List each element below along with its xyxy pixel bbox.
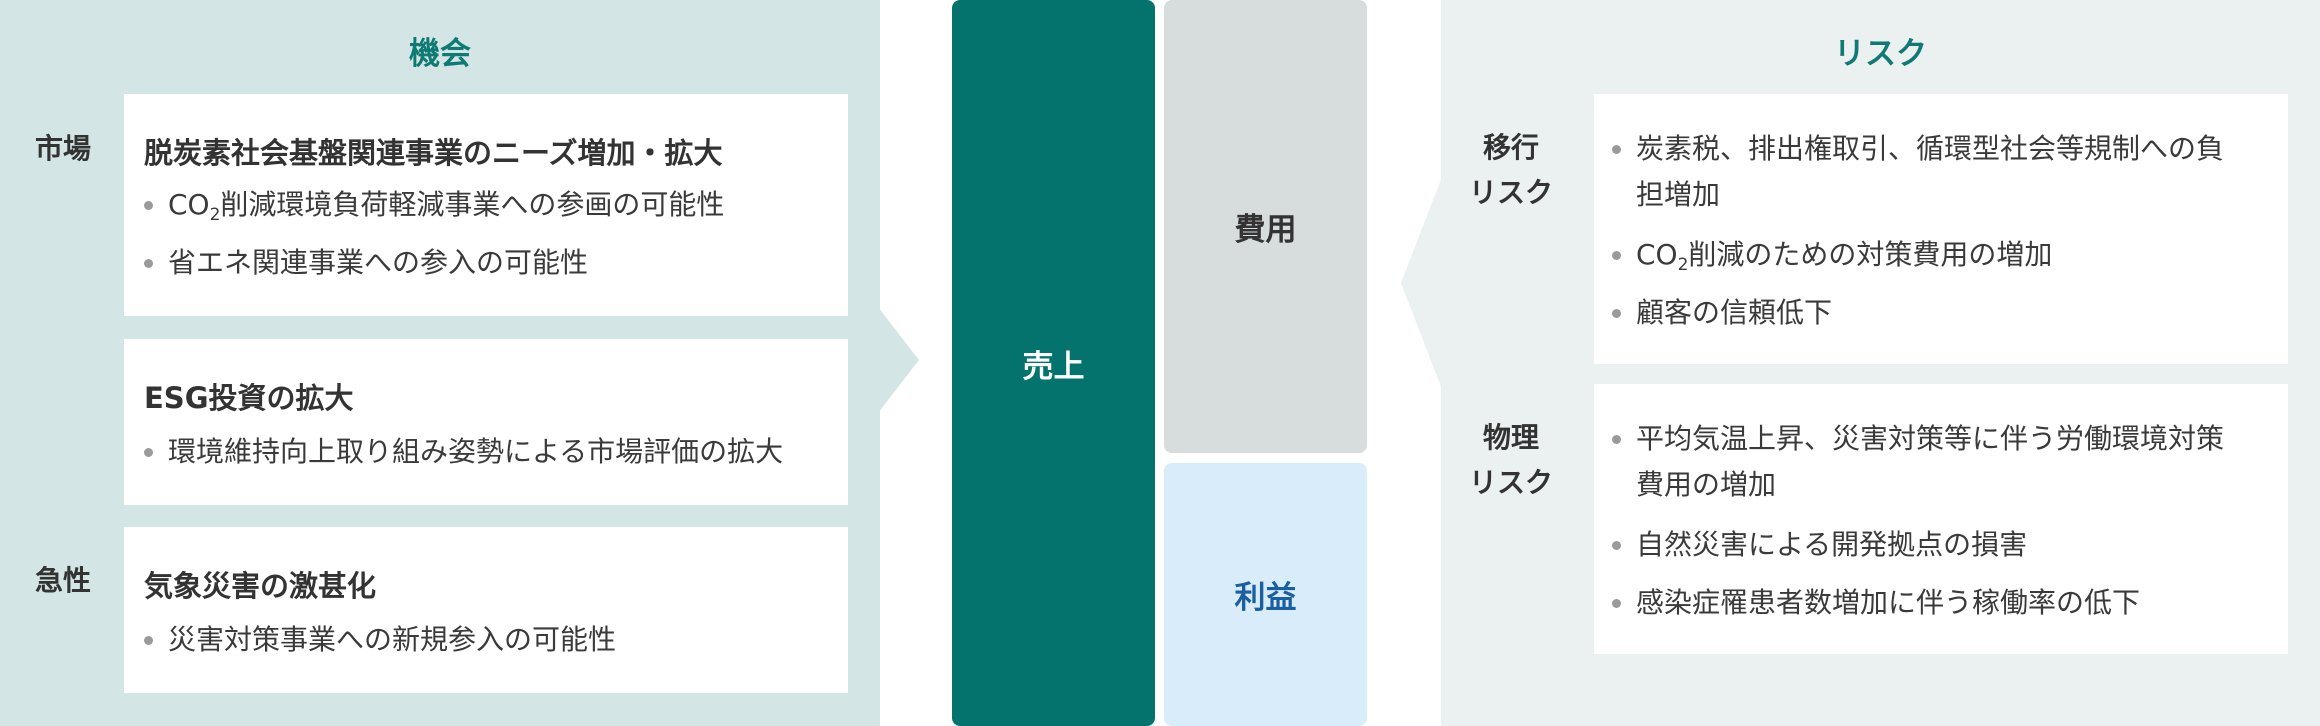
- opportunity-card-decarbonization: 脱炭素社会基盤関連事業のニーズ増加・拡大 CO2削減環境負荷軽減事業への参画の可…: [124, 94, 848, 316]
- bullet-dot-icon: [1612, 599, 1621, 608]
- acute-label: 急性: [34, 564, 91, 597]
- bullet-item: 災害対策事業への新規参入の可能性: [144, 617, 616, 663]
- cost-block: 費用: [1164, 0, 1367, 453]
- opportunity-card-esg: ESG投資の拡大 環境維持向上取り組み姿勢による市場評価の拡大: [124, 339, 848, 505]
- risk-panel: リスク 移行 リスク 物理 リスク 炭素税、排出権取引、循環型社会等規制への負 …: [1441, 0, 2320, 726]
- card-heading: 気象災害の激甚化: [144, 569, 377, 603]
- transition-risk-label: 移行 リスク: [1468, 131, 1553, 209]
- bullet-dot-icon: [144, 259, 153, 268]
- risk-title: リスク: [1834, 36, 1927, 72]
- opportunity-card-disaster: 気象災害の激甚化 災害対策事業への新規参入の可能性: [124, 527, 848, 693]
- bullet-dot-icon: [144, 636, 153, 645]
- bullet-item: 顧客の信頼低下: [1612, 290, 1832, 336]
- opportunities-arrow-icon: [878, 307, 919, 413]
- risk-arrow-icon: [1401, 177, 1442, 389]
- risk-card-transition: 炭素税、排出権取引、循環型社会等規制への負 担増加 CO2削減のための対策費用の…: [1594, 94, 2288, 364]
- bullet-item: CO2削減のための対策費用の増加: [1612, 232, 2052, 288]
- bullet-item: 炭素税、排出権取引、循環型社会等規制への負 担増加: [1612, 126, 2224, 218]
- risk-card-physical: 平均気温上昇、災害対策等に伴う労働環境対策 費用の増加 自然災害による開発拠点の…: [1594, 384, 2288, 654]
- card-heading: ESG投資の拡大: [144, 381, 354, 415]
- bullet-item: 省エネ関連事業への参入の可能性: [144, 240, 588, 286]
- bullet-dot-icon: [144, 448, 153, 457]
- bullet-item: 自然災害による開発拠点の損害: [1612, 522, 2027, 568]
- bullet-dot-icon: [1612, 541, 1621, 550]
- opportunities-panel: 機会 市場 急性 脱炭素社会基盤関連事業のニーズ増加・拡大 CO2削減環境負荷軽…: [0, 0, 880, 726]
- card-heading: 脱炭素社会基盤関連事業のニーズ増加・拡大: [144, 136, 723, 170]
- sales-block: 売上: [952, 0, 1155, 726]
- bullet-dot-icon: [144, 201, 153, 210]
- profit-block: 利益: [1164, 463, 1367, 726]
- bullet-dot-icon: [1612, 251, 1621, 260]
- bullet-item: 環境維持向上取り組み姿勢による市場評価の拡大: [144, 429, 783, 475]
- market-label: 市場: [34, 132, 91, 165]
- bullet-dot-icon: [1612, 309, 1621, 318]
- bullet-item: CO2削減環境負荷軽減事業への参画の可能性: [144, 182, 724, 238]
- bullet-item: 感染症罹患者数増加に伴う稼働率の低下: [1612, 580, 2140, 626]
- bullet-dot-icon: [1612, 435, 1621, 444]
- bullet-item: 平均気温上昇、災害対策等に伴う労働環境対策 費用の増加: [1612, 416, 2224, 508]
- bullet-dot-icon: [1612, 145, 1621, 154]
- opportunities-title: 機会: [409, 36, 471, 72]
- physical-risk-label: 物理 リスク: [1468, 421, 1553, 499]
